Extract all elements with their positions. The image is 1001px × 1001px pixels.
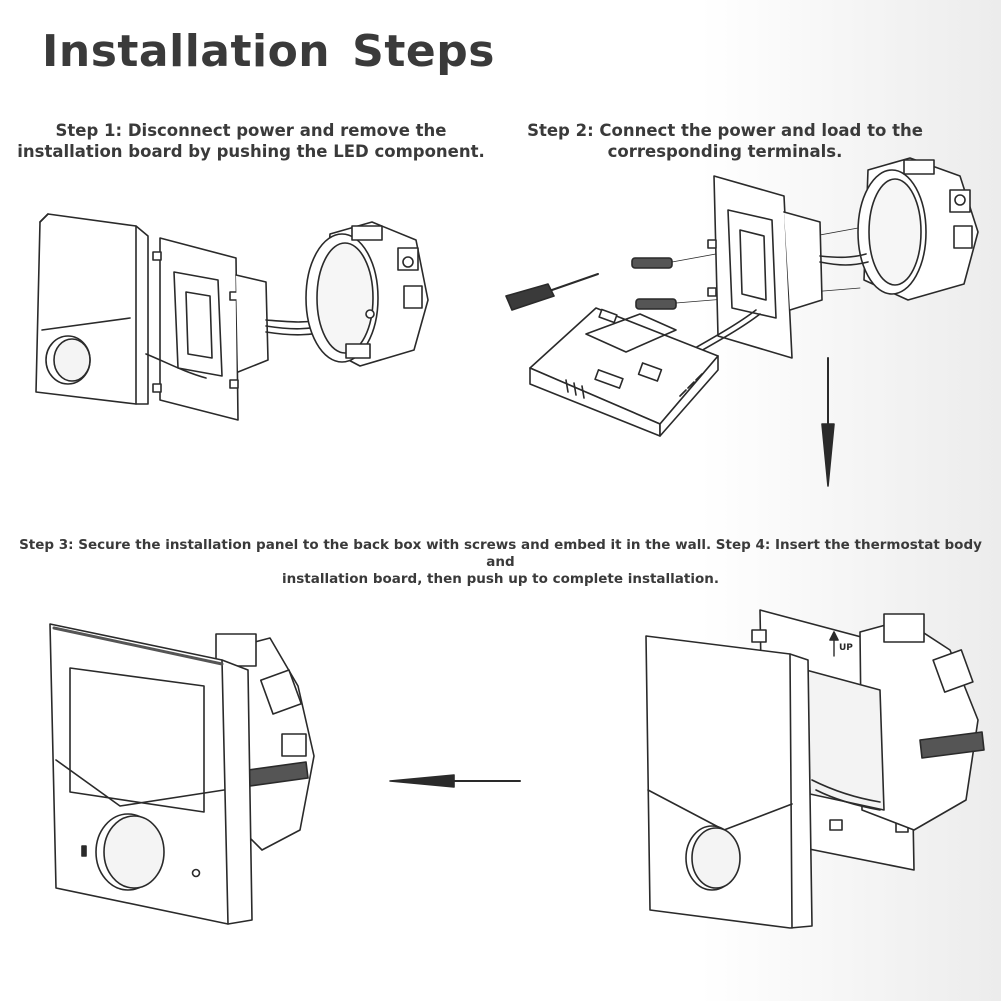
step-1-line-1: Step 1: Disconnect power and remove the: [55, 121, 447, 140]
up-label: UP: [839, 643, 853, 653]
step-2-caption: Step 2: Connect the power and load to th…: [500, 120, 950, 162]
assembly-illustration: UP: [646, 610, 984, 928]
step-2-line-2: corresponding terminals.: [607, 142, 843, 161]
installed-thermostat: [50, 624, 314, 924]
step-1-illustration: [36, 214, 428, 420]
step-1-line-2: installation board by pushing the LED co…: [17, 142, 485, 161]
step-3-4-line-2: installation board, then push up to comp…: [281, 571, 720, 587]
title-word-2: Steps: [352, 26, 495, 77]
page-title: Installation Steps: [42, 26, 495, 77]
title-word-1: Installation: [42, 26, 331, 77]
step-3-4-caption: Step 3: Secure the installation panel to…: [10, 537, 991, 588]
thermostat-rear-icon: [530, 308, 718, 436]
thermostat-front-icon: [36, 214, 148, 404]
screwdriver-icon: [506, 274, 598, 310]
step-2-illustration: [506, 158, 978, 486]
screw-icon: [632, 224, 880, 309]
back-box-icon-2: [858, 158, 978, 300]
arrow-up-icon: [830, 632, 838, 656]
step-1-caption: Step 1: Disconnect power and remove the …: [0, 120, 502, 162]
mounting-plate-icon-2: [708, 176, 822, 358]
step-3-4-line-1: Step 3: Secure the installation panel to…: [19, 537, 982, 570]
back-box-icon: [306, 222, 428, 366]
arrow-down-icon: [822, 358, 834, 486]
step-2-line-1: Step 2: Connect the power and load to th…: [527, 121, 923, 140]
mounting-plate-icon: [153, 238, 268, 420]
arrow-left-icon: [390, 775, 520, 787]
